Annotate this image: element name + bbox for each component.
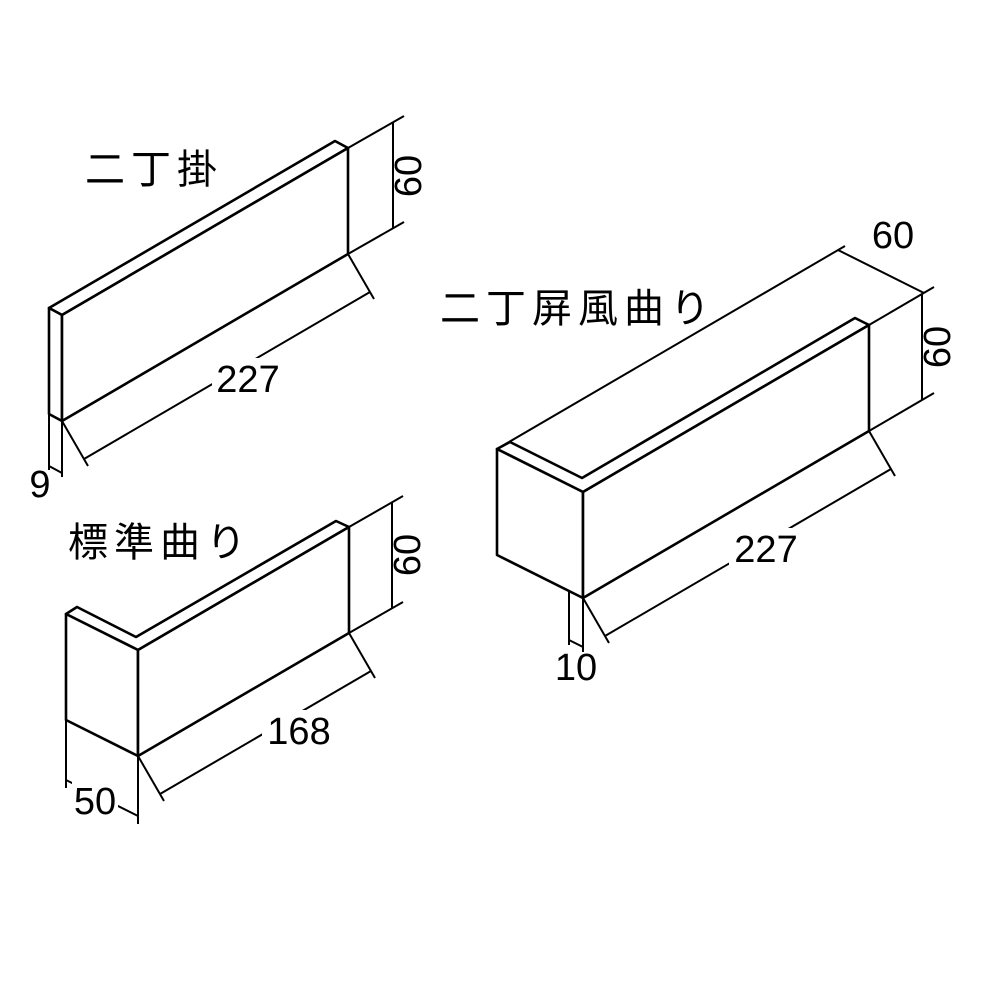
dimension-line [48,465,63,474]
shape-hyojun-magari: 標準曲り 60 168 [64,495,429,824]
dim-value-thickness: 10 [555,647,597,689]
extension-line [868,392,935,432]
dim-text-mask [212,358,286,396]
shape-nicho-byobu-magari: 二丁屏風曲り 60 60 [440,215,959,689]
dim-value-length: 227 [216,359,279,401]
extension-line [348,601,404,634]
dimension-line [837,249,925,294]
dim-byobu-length: 227 [582,430,896,644]
dim-value-length: 168 [267,711,330,753]
dim-nichogake-thickness: 9 [29,414,63,506]
dim-hyojun-height: 60 [348,495,429,634]
extension-line [582,597,610,644]
dim-value-return-width: 60 [872,215,914,257]
dim-value-return-width: 50 [74,781,116,823]
dim-hyojun-return-width: 50 [65,720,139,824]
dim-value-thickness: 9 [29,464,50,506]
dim-value-length: 227 [734,529,797,571]
shape-label-nichogake: 二丁掛 [85,148,223,192]
extension-line [348,495,404,528]
dim-byobu-thickness: 10 [555,591,597,689]
dim-hyojun-length: 168 [137,632,376,802]
extension-line [347,221,405,255]
extension-line [496,245,846,450]
dim-nichogake-length: 227 [61,253,375,467]
extension-line [61,420,89,467]
dim-byobu-return-width: 60 [496,215,925,450]
extension-line [868,286,935,326]
extension-line [137,755,165,802]
dim-value-height: 60 [387,534,429,576]
dim-text-mask [729,528,803,566]
shape-label-nicho-byobu-magari: 二丁屏風曲り [440,287,716,331]
dim-byobu-height: 60 [868,286,959,432]
dim-text-mask [72,780,118,816]
dim-value-height: 60 [388,155,430,197]
dim-value-height: 60 [917,326,959,368]
nichogake-end-face [47,306,64,423]
dim-text-mask [262,710,336,748]
shape-label-hyojun-magari: 標準曲り [68,521,252,565]
dim-nichogake-height: 60 [347,115,430,255]
dimension-line [568,639,584,648]
shape-nichogake: 二丁掛 60 227 [29,115,430,506]
extension-line [347,115,405,149]
